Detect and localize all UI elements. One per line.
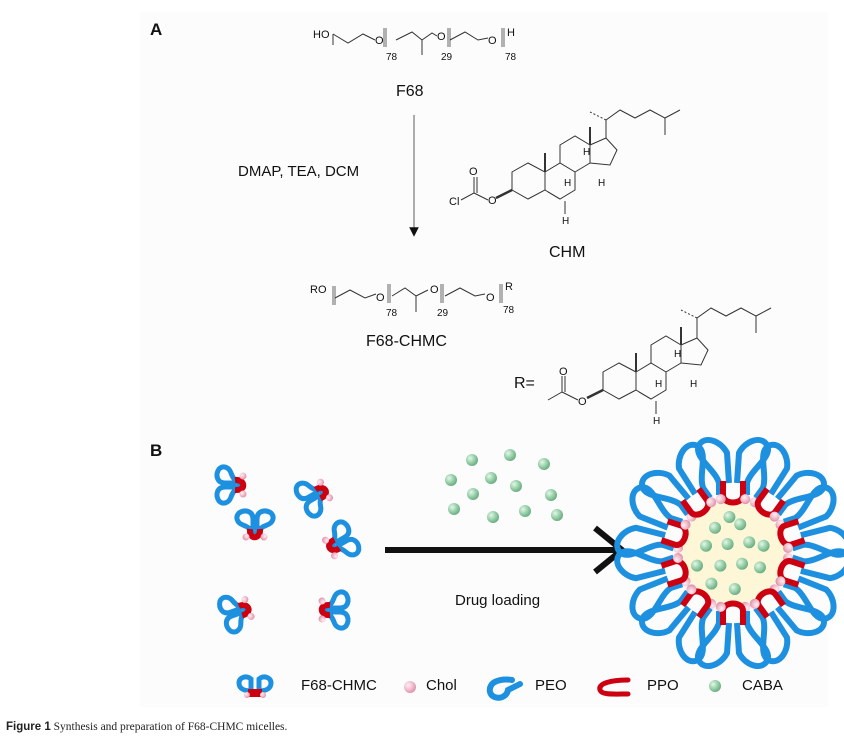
svg-text:H: H — [564, 178, 571, 189]
f68-o3: O — [488, 35, 497, 47]
legend-label-ppo: PPO — [647, 677, 679, 694]
svg-text:29: 29 — [437, 308, 449, 319]
panel-a-label: A — [150, 20, 163, 39]
svg-text:H: H — [690, 379, 697, 390]
caba-particle — [466, 454, 478, 466]
micelle — [614, 436, 844, 670]
svg-text:O: O — [469, 166, 478, 178]
svg-text:H: H — [562, 216, 569, 227]
svg-text:H: H — [653, 416, 660, 427]
caba-particle — [510, 480, 522, 492]
unimer — [217, 590, 257, 634]
legend-label-f68-chmc: F68-CHMC — [301, 677, 377, 694]
svg-text:78: 78 — [503, 305, 515, 316]
caba-particle — [705, 577, 718, 590]
svg-text:O: O — [430, 284, 439, 296]
f68-structure: HO O 78 O 29 O H 78 — [313, 27, 517, 63]
caba-particle — [519, 505, 531, 517]
caba-particle — [736, 557, 748, 570]
drug-loading-arrow — [385, 525, 627, 575]
f68-name: F68 — [396, 83, 424, 100]
caba-particle — [485, 472, 497, 484]
caba-particle — [714, 559, 727, 572]
caba-particle — [487, 511, 499, 523]
f68-chmc-name: F68-CHMC — [366, 333, 447, 350]
legend-label-chol: Chol — [426, 677, 457, 694]
micelle-unimer — [740, 588, 827, 665]
caba-particle — [700, 539, 712, 552]
caba-particle — [743, 536, 756, 549]
caba-particle — [709, 521, 721, 534]
unimer — [293, 473, 337, 519]
caba-particle — [467, 488, 479, 500]
legend-label-peo: PEO — [535, 677, 567, 694]
drug-loading-label: Drug loading — [455, 592, 541, 609]
caba-particle — [538, 458, 550, 470]
caba-particle — [545, 489, 557, 501]
unimer — [237, 511, 273, 541]
svg-text:O: O — [486, 292, 495, 304]
unimer — [217, 467, 247, 503]
micelle-unimer — [614, 543, 689, 622]
svg-text:H: H — [674, 349, 681, 360]
unimer — [318, 519, 362, 565]
f68-o2: O — [437, 31, 446, 43]
chol-icon — [404, 681, 416, 693]
micelle-core — [681, 501, 785, 605]
caba-particle — [754, 561, 766, 574]
svg-text:O: O — [578, 396, 587, 408]
svg-text:H: H — [655, 379, 662, 390]
f68-chmc-structure: RO O 78 O 29 O R 78 — [310, 281, 515, 319]
f68-end-right: H — [507, 27, 515, 39]
caba-particle — [504, 449, 516, 461]
unimer — [319, 592, 349, 628]
caba-particle — [723, 511, 736, 523]
r-group-structure: O O H H H H — [547, 307, 772, 427]
svg-text:H: H — [583, 147, 590, 158]
svg-text:H: H — [598, 178, 605, 189]
f68-o1: O — [375, 35, 384, 47]
caption-prefix: Figure 1 — [6, 721, 51, 733]
svg-text:O: O — [488, 195, 497, 207]
caption-text: Synthesis and preparation of F68-CHMC mi… — [50, 721, 288, 733]
f68-chmc-icon — [236, 674, 274, 698]
micelle-unimer — [639, 441, 726, 518]
f68-n1: 78 — [386, 52, 398, 63]
f68-n3: 78 — [505, 52, 517, 63]
legend-icons — [236, 674, 721, 701]
svg-text:Cl: Cl — [449, 196, 459, 208]
caba-particle — [445, 474, 457, 486]
panel-b-label: B — [150, 441, 163, 460]
chm-name: CHM — [549, 244, 585, 261]
caba-particle — [734, 518, 747, 531]
f68-n2: 29 — [441, 52, 453, 63]
chm-structure: Cl O O H H H H — [449, 109, 681, 227]
svg-text:RO: RO — [310, 284, 327, 296]
caba-particle — [728, 583, 741, 595]
peo-icon — [486, 676, 523, 701]
caba-particle — [721, 538, 734, 550]
caba-particle — [551, 509, 563, 521]
figure-caption: Figure 1 Synthesis and preparation of F6… — [6, 721, 287, 733]
caba-particle — [757, 539, 770, 552]
svg-text:78: 78 — [386, 308, 398, 319]
ppo-icon — [597, 677, 631, 697]
caba-particle — [691, 559, 703, 572]
reagents-label: DMAP, TEA, DCM — [238, 163, 360, 180]
caba-particle — [448, 503, 460, 515]
svg-text:O: O — [559, 366, 568, 378]
micelle-unimer — [777, 484, 844, 563]
f68-end-left: HO — [313, 29, 330, 41]
svg-text:O: O — [376, 292, 385, 304]
svg-text:R: R — [505, 281, 513, 293]
r-group-label: R= — [514, 375, 535, 392]
caba-icon — [709, 680, 721, 692]
caba-particles — [445, 449, 563, 523]
legend-label-caba: CABA — [742, 677, 783, 694]
